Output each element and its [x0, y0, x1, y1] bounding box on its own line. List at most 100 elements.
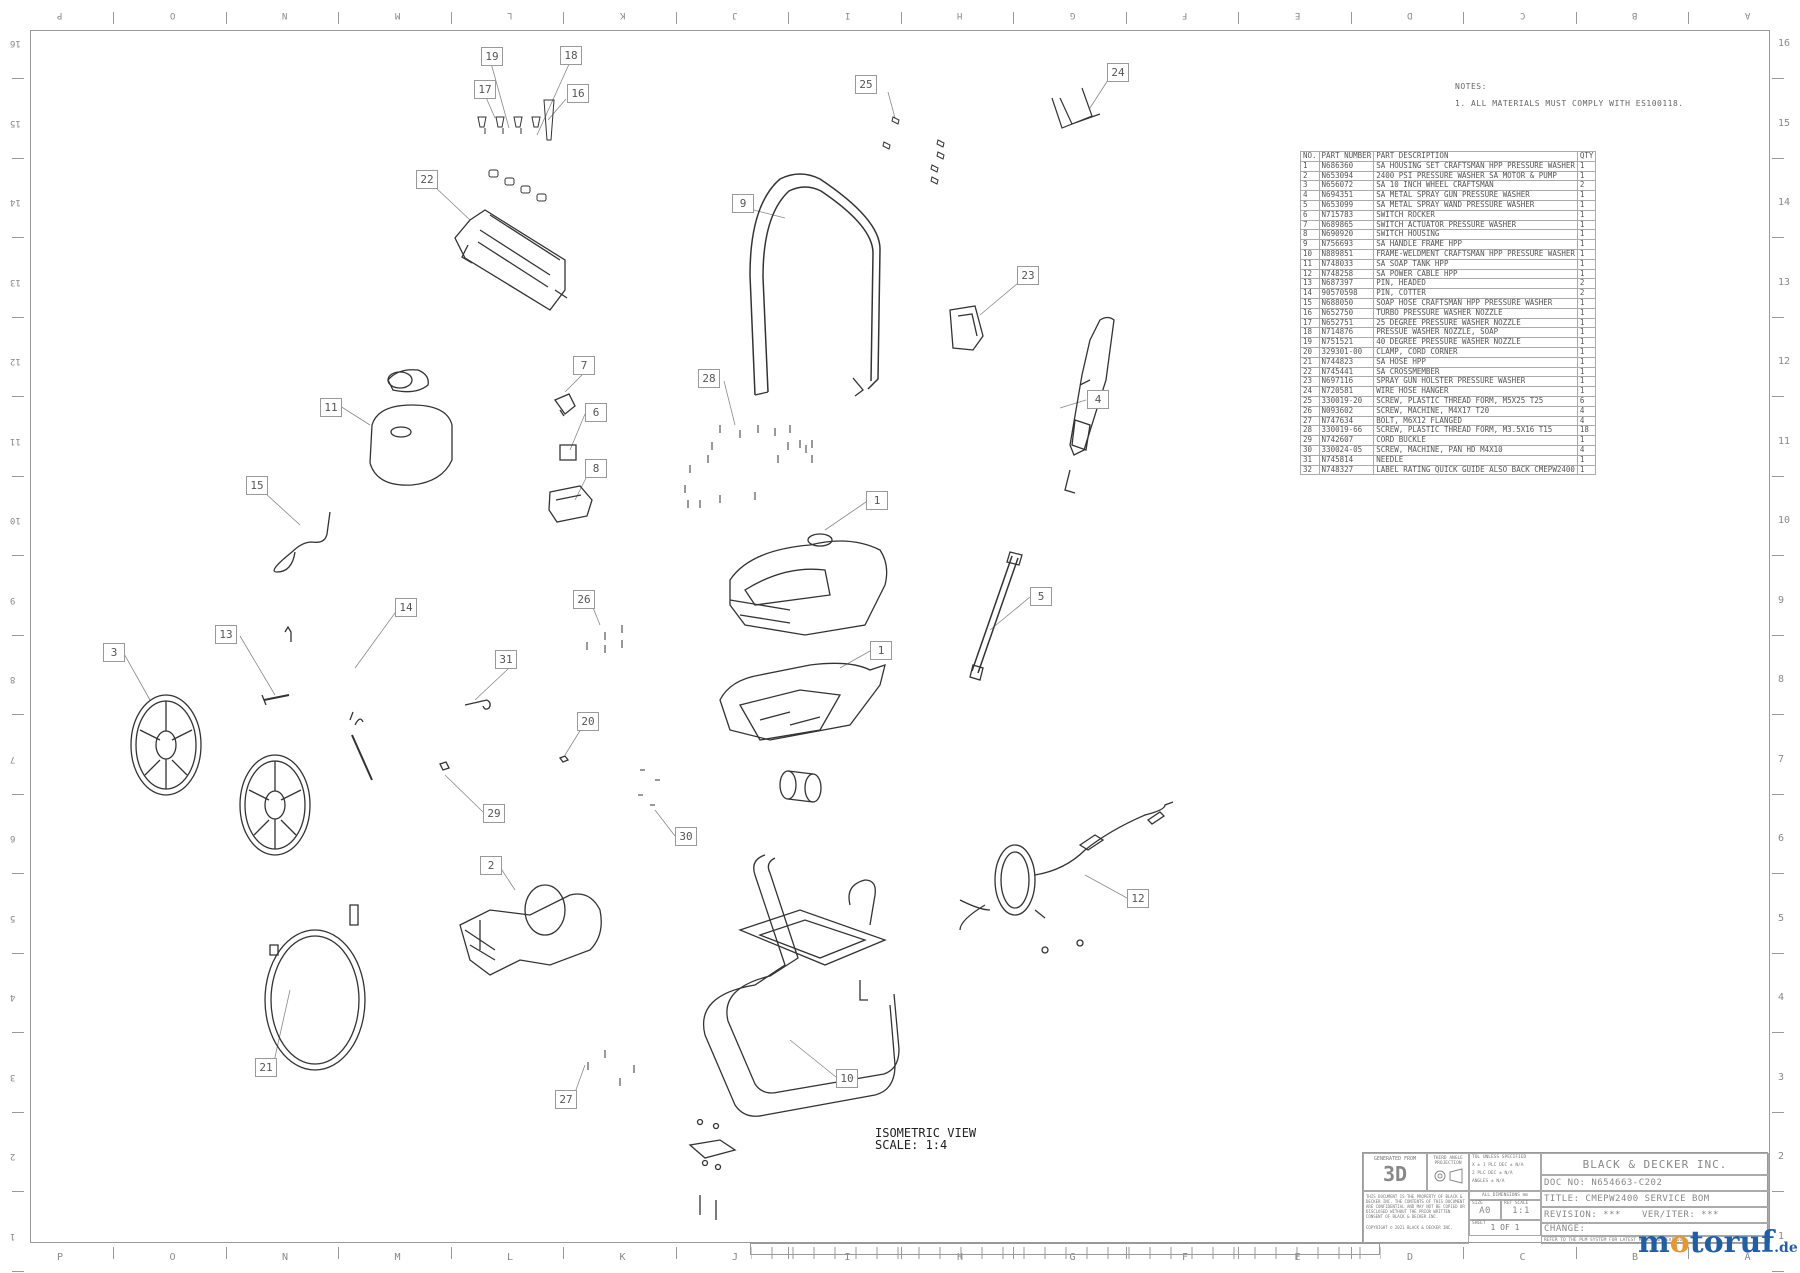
bom-cell: 1 — [1576, 258, 1597, 270]
logo-part-2: o — [1669, 1225, 1690, 1260]
zone-tick — [1238, 1247, 1239, 1259]
zone-tick — [12, 157, 24, 159]
zone-tick — [1772, 1270, 1784, 1272]
notes-title: NOTES: — [1455, 82, 1487, 91]
zone-label-right: 3 — [1778, 1071, 1785, 1083]
size-cell: SIZE A0 — [1469, 1200, 1501, 1220]
zone-label-right: 8 — [1778, 674, 1785, 685]
callout-31: 31 — [495, 650, 517, 669]
bom-cell: 9 — [1300, 239, 1320, 250]
size-label: SIZE — [1472, 1201, 1483, 1206]
callout-7: 7 — [573, 356, 595, 375]
zone-tick — [12, 237, 24, 238]
bom-cell: N688050 — [1318, 297, 1375, 309]
callout-2: 2 — [480, 856, 502, 875]
zone-tick — [12, 714, 24, 715]
zone-label-bottom: A — [1744, 1252, 1751, 1263]
bom-cell: NEEDLE — [1373, 454, 1578, 466]
zone-label-right: 6 — [1778, 833, 1785, 844]
scale-value: 1:1 — [1512, 1206, 1530, 1216]
zone-tick — [1772, 1032, 1784, 1033]
bom-cell: 4 — [1576, 444, 1597, 456]
callout-27: 27 — [555, 1090, 577, 1109]
projection-cell: THIRD ANGLE PROJECTION — [1427, 1153, 1469, 1191]
change: CHANGE: — [1544, 1224, 1586, 1234]
bom-cell: WIRE HOSE HANGER — [1373, 386, 1578, 397]
zone-label-bottom: I — [844, 1252, 851, 1263]
bom-cell: 19 — [1300, 337, 1320, 348]
bom-cell: CLAMP, CORD CORNER — [1373, 346, 1578, 358]
zone-label-bottom: N — [282, 1252, 289, 1263]
bom-cell: 6 — [1576, 395, 1597, 407]
zone-tick — [1238, 12, 1239, 24]
zone-label-right: 7 — [1778, 753, 1785, 765]
ver-iter: VER/ITER: *** — [1642, 1210, 1719, 1220]
bom-cell: N744823 — [1318, 356, 1375, 368]
zone-tick — [12, 78, 24, 79]
generated-label: GENERATED FROM — [1373, 1156, 1417, 1162]
bom-cell: 330019-20 — [1318, 395, 1375, 407]
callout-8: 8 — [585, 459, 607, 478]
bom-cell: SA HOUSING SET CRAFTSMAN HPP PRESSURE WA… — [1373, 160, 1578, 172]
bom-cell: 14 — [1300, 288, 1320, 299]
zone-tick — [225, 1247, 227, 1259]
all-dims-cell: ALL DIMENSIONS mm — [1469, 1191, 1541, 1200]
zone-tick — [1350, 12, 1352, 24]
bom-cell: 1 — [1576, 199, 1597, 211]
zone-tick — [12, 555, 24, 556]
zone-tick — [900, 12, 902, 24]
confidential-text: THIS DOCUMENT IS THE PROPERTY OF BLACK &… — [1366, 1194, 1465, 1219]
bom-cell: N093602 — [1318, 405, 1375, 417]
zone-label-bottom: K — [619, 1252, 626, 1263]
zone-label-right: 12 — [1778, 356, 1791, 367]
zone-tick — [12, 793, 24, 795]
doc-no-cell: DOC NO: N654663-C202 — [1541, 1175, 1769, 1191]
bom-cell: N751521 — [1318, 337, 1375, 348]
zone-tick — [1772, 237, 1784, 238]
bom-cell: 4 — [1300, 190, 1320, 201]
bom-cell: PIN, COTTER — [1373, 288, 1578, 299]
callout-12: 12 — [1127, 889, 1149, 908]
zone-tick — [900, 1247, 902, 1259]
zone-tick — [1772, 555, 1784, 556]
zone-tick — [675, 1247, 677, 1259]
tol-title: TOL UNLESS SPECIFIED — [1472, 1155, 1527, 1160]
zone-tick — [12, 1270, 24, 1272]
callout-1: 1 — [866, 491, 888, 510]
callout-28: 28 — [698, 369, 720, 388]
generated-value: 3D — [1382, 1162, 1408, 1186]
scale-label: REF SCALE — [1504, 1201, 1529, 1206]
bom-cell: 1 — [1576, 454, 1597, 466]
projection-symbol-icon — [1434, 1168, 1463, 1184]
zone-label-bottom: F — [1182, 1252, 1189, 1263]
zone-label-right: 15 — [1778, 117, 1791, 129]
callout-4: 4 — [1087, 390, 1109, 409]
tolerance-cell: TOL UNLESS SPECIFIED X ± 1 PLC DEC ± N/A… — [1469, 1153, 1541, 1191]
callout-3: 3 — [103, 643, 125, 662]
bom-cell: 11 — [1300, 258, 1320, 270]
bom-cell: SWITCH ROCKER — [1373, 209, 1578, 221]
bom-cell: 1 — [1576, 337, 1597, 348]
callout-22: 22 — [416, 170, 438, 189]
bom-cell: 10 — [1300, 248, 1320, 260]
size-value: A0 — [1479, 1206, 1491, 1216]
logo-part-3: toruf — [1689, 1225, 1775, 1260]
bom-cell: 26 — [1300, 405, 1320, 417]
zone-tick — [788, 1247, 789, 1259]
callout-18: 18 — [560, 46, 582, 65]
zone-tick — [338, 12, 339, 24]
zone-tick — [1688, 12, 1689, 24]
bom-cell: 1 — [1576, 356, 1597, 368]
bom-cell: 25 — [1300, 395, 1320, 407]
zone-tick — [1013, 1247, 1014, 1259]
zone-label-bottom: O — [169, 1252, 176, 1263]
bom-cell: N756693 — [1318, 239, 1375, 250]
